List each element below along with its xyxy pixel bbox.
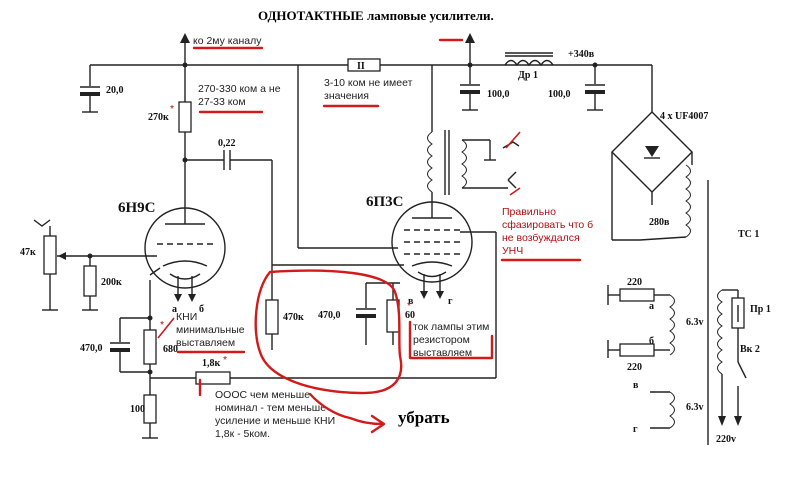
label-pin-v: в — [408, 296, 414, 307]
bridge-rectifier — [611, 111, 693, 241]
capacitor-100uf-2 — [585, 65, 605, 111]
note-fb-line1: ОООС чем меньше — [215, 389, 310, 401]
schematic-title: ОДНОТАКТНЫЕ ламповые усилители. — [258, 8, 494, 23]
resistor-3-10k — [347, 58, 381, 72]
label-mains: 220v — [716, 434, 736, 445]
grid-resistor-470k — [265, 265, 279, 350]
note-r270-line1: 270-330 ком а не — [198, 83, 281, 95]
label-tube-output: 6П3С — [366, 194, 404, 210]
b-plus-rail — [90, 62, 600, 68]
choke-dr1 — [504, 52, 554, 67]
label-tube-driver: 6Н9С — [118, 200, 156, 216]
phase-pointer-2 — [509, 187, 521, 196]
coupling-capacitor-022 — [185, 150, 273, 265]
label-r-3-10k: II — [357, 61, 365, 72]
note-phase-line4: УНЧ — [502, 245, 523, 257]
star-mark-270k: * — [170, 103, 174, 115]
arrow-to-second-channel — [180, 33, 190, 65]
note-second-channel: ко 2му каналу — [193, 35, 262, 47]
note-phase-line1: Правильно — [502, 206, 556, 218]
capacitor-20uf — [80, 65, 100, 113]
label-pin-b: б — [199, 304, 204, 315]
label-choke: Др 1 — [518, 70, 538, 81]
label-pin-g: г — [448, 296, 453, 307]
label-6-3v-b: 6.3v — [686, 402, 704, 413]
note-fb-line3: усиление и меньше КНИ — [215, 415, 335, 427]
note-current-line1: ток лампы этим — [413, 321, 489, 333]
label-r-680: 680 — [163, 344, 178, 355]
note-phase-line3: не возбуждался — [502, 232, 580, 244]
label-c-470b: 470,0 — [318, 310, 341, 321]
label-r-220-b: 220 — [627, 362, 642, 373]
label-fuse: Пр 1 — [750, 304, 771, 315]
label-r-1-8k: 1,8к — [202, 358, 221, 369]
resistor-270k — [178, 65, 192, 215]
label-r-470k: 470к — [283, 312, 304, 323]
note-phase-line2: сфазировать что б — [502, 219, 593, 231]
cathode-resistor-60 — [386, 283, 400, 345]
note-kni-line1: КНИ — [176, 311, 197, 323]
mains-primary — [717, 289, 747, 426]
capacitor-100uf-1 — [460, 65, 480, 111]
label-r-47k: 47к — [20, 247, 36, 258]
output-transformer — [427, 65, 520, 202]
label-tc1: ТС 1 — [738, 229, 759, 240]
label-heat-g: г — [633, 424, 638, 435]
note-r270-line2: 27-33 ком — [198, 96, 246, 108]
resistor-200k — [82, 253, 98, 311]
phase-pointer-1 — [505, 131, 521, 149]
heater-circuit-2 — [650, 391, 675, 429]
label-r-100: 100 — [130, 404, 145, 415]
arrow-b-plus-feed — [465, 33, 475, 65]
kni-pointer — [157, 317, 175, 339]
remove-enclosure — [254, 269, 403, 395]
input-potentiometer-47k — [33, 219, 66, 311]
label-r-60: 60 — [405, 310, 415, 321]
remove-arrow — [308, 392, 386, 434]
star-mark-680: * — [160, 319, 164, 331]
label-c-100-b: 100,0 — [548, 89, 571, 100]
label-b-plus: +340в — [568, 49, 595, 60]
note-current-line3: выставляем — [413, 347, 472, 359]
note-fb-line4: 1,8к - 5ком. — [215, 428, 270, 440]
tube-6p3s — [272, 201, 496, 299]
winding-280v — [639, 164, 691, 241]
label-heat-a: а — [649, 301, 654, 312]
label-c-100-a: 100,0 — [487, 89, 510, 100]
note-current-line2: резистором — [413, 334, 470, 346]
note-kni-line2: минимальные — [176, 324, 245, 336]
label-switch: Вк 2 — [740, 344, 760, 355]
note-fb-line2: номинал - тем меньше — [215, 402, 326, 414]
label-c-20: 20,0 — [106, 85, 124, 96]
label-r-270k: 270к — [148, 112, 169, 123]
label-heat-b: б — [649, 336, 654, 347]
current-note-bracket — [408, 320, 494, 360]
note-kni-line3: выставляем — [176, 337, 235, 349]
cathode-capacitor-470uf — [356, 282, 400, 345]
label-r-220-a: 220 — [627, 277, 642, 288]
label-heat-v: в — [633, 380, 639, 391]
note-r310-line1: 3-10 ком не имеет — [324, 77, 413, 89]
star-mark-1-8k: * — [223, 354, 227, 366]
note-r310-line2: значения — [324, 90, 369, 102]
label-c-022: 0,22 — [218, 138, 236, 149]
heater-circuit-1 — [607, 285, 675, 358]
label-c-470: 470,0 — [80, 343, 103, 354]
feedback-resistor-1-8k — [195, 232, 497, 385]
tube-6n9s — [57, 207, 226, 302]
label-6-3v-a: 6.3v — [686, 317, 704, 328]
star-mark-60: * — [407, 300, 411, 312]
note-remove: убрать — [398, 408, 450, 427]
label-r-200k: 200к — [101, 277, 122, 288]
label-280v: 280в — [649, 217, 670, 228]
cathode-network-driver — [110, 267, 196, 439]
label-pin-a: а — [172, 304, 177, 315]
label-diodes: 4 x UF4007 — [660, 111, 708, 122]
